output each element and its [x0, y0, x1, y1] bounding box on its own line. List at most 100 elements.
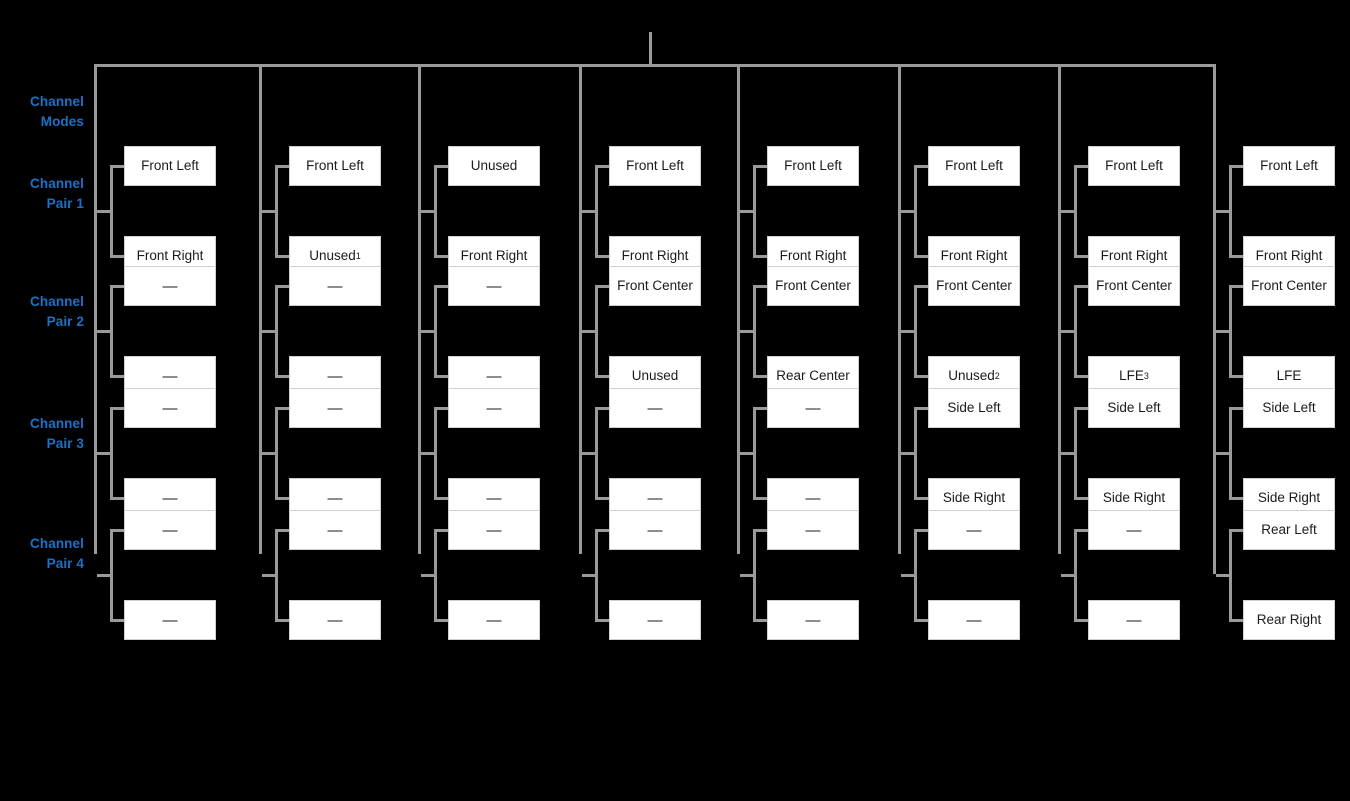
bracket-arm-c1-p3-ch2	[110, 497, 126, 500]
bracket-stub-c7-p2	[1061, 330, 1074, 333]
channel-box-c1-p2-ch1: —	[124, 266, 216, 306]
bracket-stub-c1-p3	[97, 452, 110, 455]
channel-box-label: —	[1126, 611, 1142, 629]
row-label-channel-modes: Channel Modes	[30, 94, 84, 129]
bracket-stub-c8-p4	[1216, 574, 1229, 577]
bracket-stub-c6-p2	[901, 330, 914, 333]
channel-box-label: —	[1126, 521, 1142, 539]
channel-box-label: Front Left	[1105, 158, 1163, 174]
bracket-arm-c4-p3-ch1	[595, 407, 611, 410]
channel-box-label: Front Left	[141, 158, 199, 174]
bracket-stub-c3-p2	[421, 330, 434, 333]
channel-box-c6-p2-ch1: Front Center	[928, 266, 1020, 306]
channel-box-label: —	[162, 367, 178, 385]
bracket-arm-c2-p4-ch1	[275, 529, 291, 532]
column-trunk-7	[1058, 64, 1061, 554]
bracket-arm-c2-p1-ch1	[275, 165, 291, 168]
channel-box-label: —	[486, 399, 502, 417]
bracket-stub-c8-p1	[1216, 210, 1229, 213]
bracket-arm-c2-p2-ch2	[275, 375, 291, 378]
bracket-arm-c6-p4-ch1	[914, 529, 930, 532]
channel-box-label: Rear Right	[1256, 612, 1322, 628]
bracket-arm-c3-p2-ch1	[434, 285, 450, 288]
bracket-arm-c6-p4-ch2	[914, 619, 930, 622]
bracket-arm-c3-p3-ch1	[434, 407, 450, 410]
row-label-channel-pair-4: Channel Pair 4	[30, 536, 84, 571]
column-trunk-8	[1213, 64, 1216, 574]
bracket-arm-c2-p3-ch2	[275, 497, 291, 500]
channel-box-label: —	[966, 521, 982, 539]
channel-box-label: —	[486, 277, 502, 295]
channel-box-label: —	[647, 611, 663, 629]
bracket-arm-c1-p1-ch2	[110, 255, 126, 258]
channel-box-c6-p4-ch2: —	[928, 600, 1020, 640]
bracket-arm-c8-p4-ch2	[1229, 619, 1245, 622]
bracket-stub-c8-p3	[1216, 452, 1229, 455]
column-trunk-5	[737, 64, 740, 554]
bracket-arm-c8-p2-ch2	[1229, 375, 1245, 378]
bracket-stub-c1-p1	[97, 210, 110, 213]
channel-box-label: Side Left	[1107, 400, 1161, 416]
bracket-arm-c7-p4-ch1	[1074, 529, 1090, 532]
channel-box-label: Front Left	[306, 158, 364, 174]
channel-box-c4-p4-ch1: —	[609, 510, 701, 550]
channel-box-c6-p3-ch1: Side Left	[928, 388, 1020, 428]
bracket-stub-c7-p3	[1061, 452, 1074, 455]
channel-box-c5-p4-ch2: —	[767, 600, 859, 640]
bracket-spine-c6-p2	[914, 285, 917, 378]
bracket-arm-c3-p4-ch2	[434, 619, 450, 622]
bracket-spine-c8-p3	[1229, 407, 1232, 500]
bracket-spine-c2-p4	[275, 529, 278, 622]
bracket-stub-c6-p1	[901, 210, 914, 213]
bracket-arm-c6-p2-ch2	[914, 375, 930, 378]
bracket-arm-c5-p3-ch1	[753, 407, 769, 410]
channel-box-label: Front Right	[1100, 248, 1168, 264]
channel-box-label: Front Right	[779, 248, 847, 264]
column-trunk-4	[579, 64, 582, 554]
channel-box-c5-p3-ch1: —	[767, 388, 859, 428]
bracket-spine-c8-p4	[1229, 529, 1232, 622]
bracket-arm-c3-p1-ch1	[434, 165, 450, 168]
bracket-arm-c5-p2-ch2	[753, 375, 769, 378]
channel-box-label: —	[327, 367, 343, 385]
bracket-arm-c4-p4-ch2	[595, 619, 611, 622]
channel-box-c2-p4-ch2: —	[289, 600, 381, 640]
bracket-spine-c6-p4	[914, 529, 917, 622]
bracket-spine-c3-p3	[434, 407, 437, 500]
bracket-arm-c8-p4-ch1	[1229, 529, 1245, 532]
bracket-arm-c7-p4-ch2	[1074, 619, 1090, 622]
bracket-spine-c4-p1	[595, 165, 598, 258]
channel-box-label: —	[486, 521, 502, 539]
bracket-stub-c5-p3	[740, 452, 753, 455]
bracket-arm-c7-p1-ch2	[1074, 255, 1090, 258]
channel-box-label: Front Center	[1251, 278, 1327, 294]
bracket-arm-c5-p4-ch2	[753, 619, 769, 622]
channel-box-label: Rear Left	[1261, 522, 1317, 538]
channel-box-label: —	[327, 611, 343, 629]
bracket-arm-c4-p1-ch1	[595, 165, 611, 168]
bracket-stub-c2-p1	[262, 210, 275, 213]
bracket-arm-c6-p1-ch2	[914, 255, 930, 258]
bracket-arm-c4-p2-ch1	[595, 285, 611, 288]
channel-box-label: —	[805, 399, 821, 417]
bracket-arm-c6-p2-ch1	[914, 285, 930, 288]
bracket-spine-c1-p3	[110, 407, 113, 500]
bracket-arm-c7-p3-ch2	[1074, 497, 1090, 500]
column-trunk-2	[259, 64, 262, 554]
bracket-spine-c7-p3	[1074, 407, 1077, 500]
bracket-arm-c4-p1-ch2	[595, 255, 611, 258]
bracket-arm-c3-p1-ch2	[434, 255, 450, 258]
bracket-arm-c5-p1-ch2	[753, 255, 769, 258]
bracket-stub-c5-p1	[740, 210, 753, 213]
bracket-arm-c3-p3-ch2	[434, 497, 450, 500]
channel-box-c3-p4-ch2: —	[448, 600, 540, 640]
bracket-spine-c5-p4	[753, 529, 756, 622]
channel-box-label: —	[162, 521, 178, 539]
channel-box-label: —	[486, 611, 502, 629]
bus-rail	[94, 64, 1215, 67]
bracket-arm-c7-p3-ch1	[1074, 407, 1090, 410]
bracket-arm-c2-p2-ch1	[275, 285, 291, 288]
bracket-arm-c7-p2-ch1	[1074, 285, 1090, 288]
channel-box-c8-p4-ch2: Rear Right	[1243, 600, 1335, 640]
